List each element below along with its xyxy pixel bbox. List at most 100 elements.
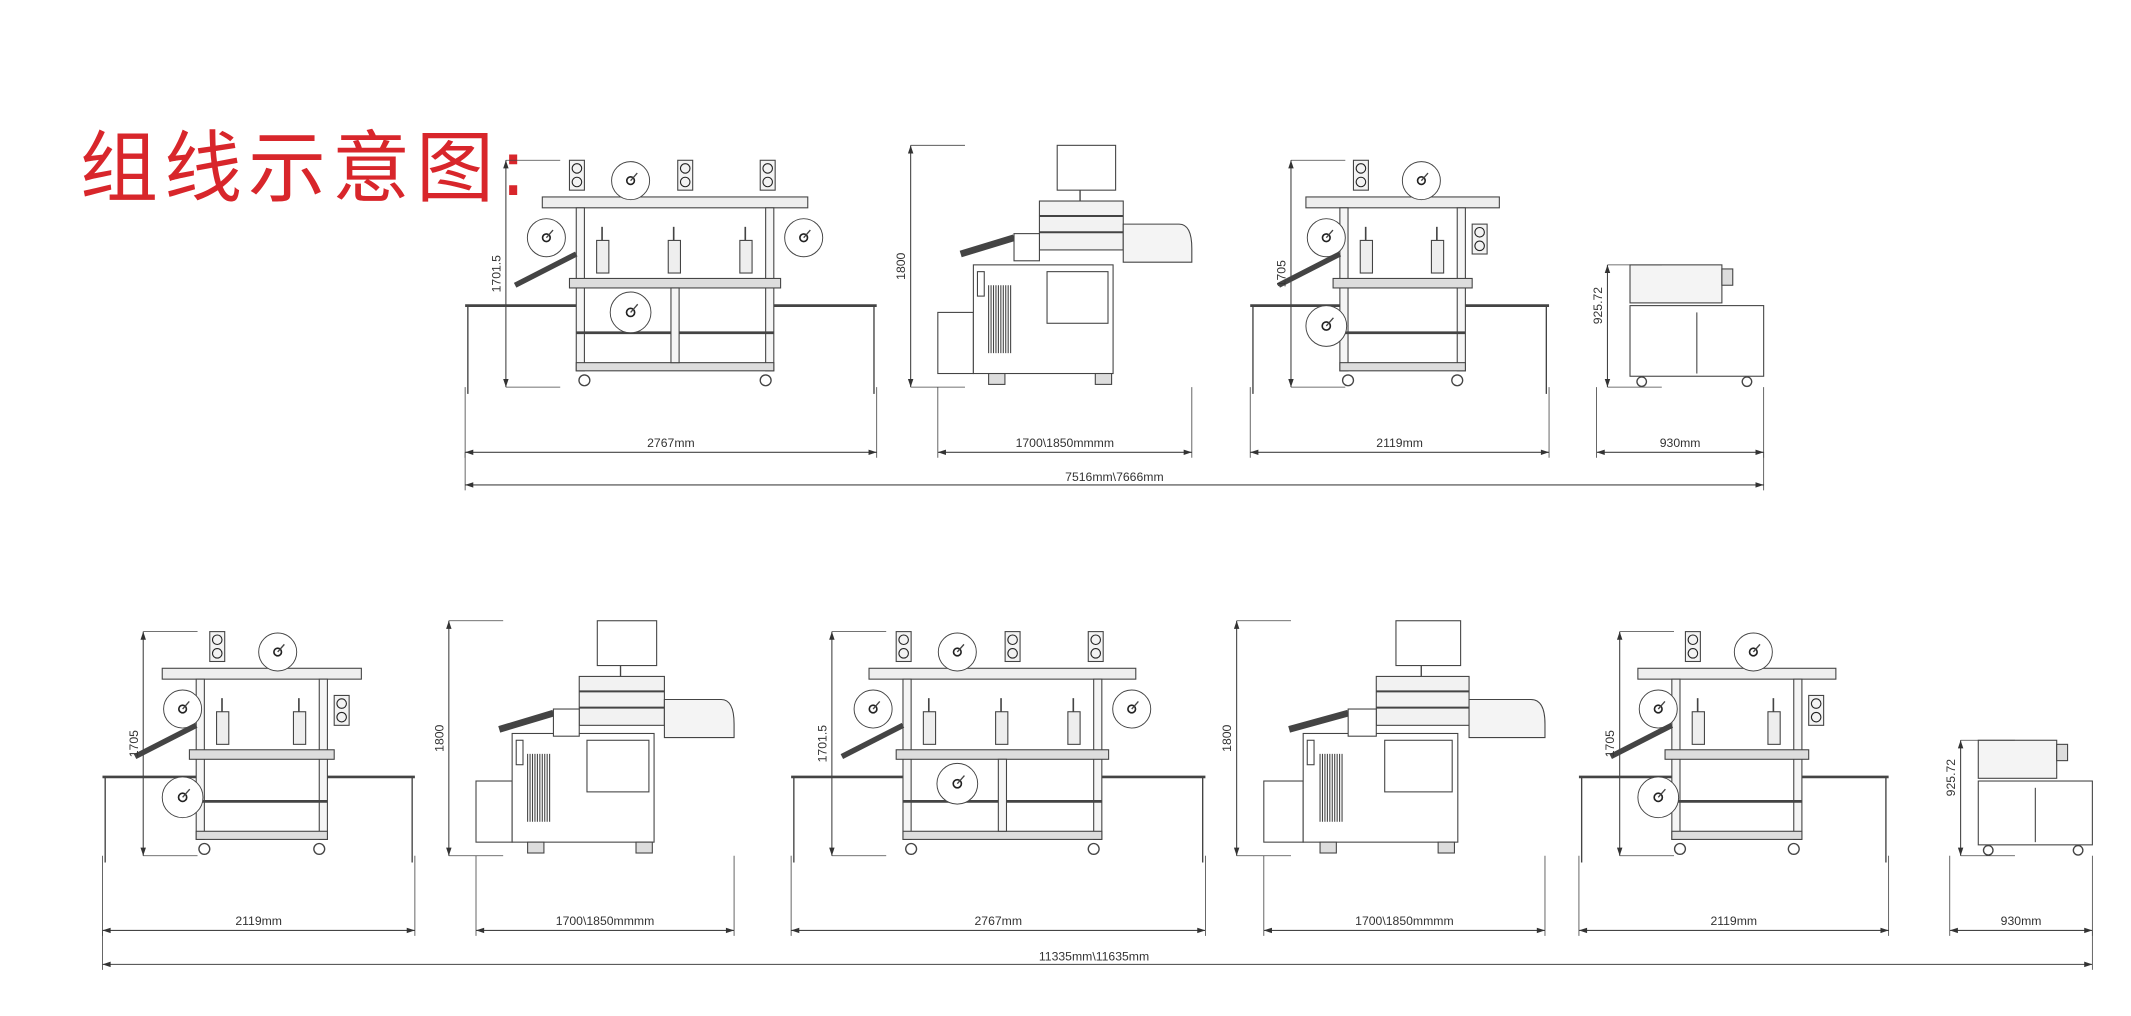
motor-gear: [1090, 648, 1102, 659]
material-roll: [1306, 218, 1346, 258]
station-body: [596, 239, 610, 274]
touch-monitor: [1395, 620, 1462, 667]
motor-gear: [211, 634, 223, 646]
foot: [988, 372, 1006, 385]
side-cabinet: [937, 311, 974, 375]
roll-arm: [545, 229, 554, 239]
roll-arm: [1420, 172, 1429, 182]
height-dimension: [1233, 620, 1240, 856]
material-roll: [1733, 632, 1773, 672]
height-label: 1705: [1275, 260, 1289, 287]
caster-wheel: [1341, 374, 1355, 387]
top-beam: [161, 667, 362, 680]
motor-gear: [1810, 711, 1822, 723]
width-dimension: [465, 449, 877, 456]
material-roll: [1305, 305, 1348, 347]
motor-gear: [1687, 648, 1699, 659]
station-body: [292, 711, 307, 745]
caster-wheel: [578, 374, 591, 387]
motor-unit: [1684, 631, 1701, 663]
cutting-station: [1067, 698, 1081, 745]
material-roll: [937, 632, 977, 672]
station-body: [922, 711, 937, 745]
base-beam: [902, 830, 1103, 840]
station-body: [667, 239, 682, 274]
width-label: 2119mm: [1710, 914, 1757, 928]
motor-unit: [333, 694, 350, 726]
roll-arm: [803, 229, 811, 239]
feed-chute: [840, 722, 905, 759]
press-head: [578, 675, 665, 726]
width-label: 1700\1850mmmm: [1355, 914, 1453, 928]
caster-wheel: [1451, 374, 1464, 387]
press-head: [1038, 200, 1124, 251]
station-body: [1691, 711, 1705, 745]
roll-arm: [277, 643, 285, 653]
roll-hub: [541, 233, 551, 243]
cutting-station: [667, 226, 682, 274]
height-dimension: [446, 620, 452, 856]
roll-arm: [630, 172, 638, 182]
station-body: [1359, 239, 1374, 274]
motor-gear: [762, 176, 773, 188]
motor-unit: [1471, 223, 1488, 255]
motor-unit: [759, 159, 776, 191]
foot: [635, 841, 653, 854]
control-switch: [515, 739, 524, 766]
cutting-station: [1767, 698, 1781, 745]
motor-gear: [679, 163, 691, 174]
cutting-station: [596, 226, 610, 274]
frame-post: [1456, 207, 1466, 372]
station-body: [739, 239, 753, 274]
input-conveyor: [959, 234, 1016, 258]
vent-grille: [1319, 753, 1343, 822]
conveyor-unit: [1977, 739, 2058, 779]
motor-gear: [1090, 634, 1102, 646]
input-conveyor: [1288, 709, 1350, 733]
base-beam: [1671, 830, 1803, 840]
cutting-station: [995, 698, 1009, 745]
laminator-2-station: [102, 631, 415, 863]
height-label: 1701.5: [489, 255, 503, 293]
frame-post: [575, 207, 585, 372]
overall-length-dimension: [465, 482, 1764, 488]
work-table: [1664, 749, 1810, 760]
material-roll: [853, 689, 893, 729]
cutting-station: [739, 226, 753, 274]
line-row-1: 2767mm1701.51700\1850mmmm18002119mm17059…: [464, 144, 1765, 491]
motor-unit: [209, 631, 226, 663]
feed-chute: [133, 722, 198, 759]
laminator-3-station: [465, 159, 877, 394]
material-roll: [611, 161, 651, 201]
motor-gear: [1007, 648, 1018, 659]
feed-chute: [1277, 251, 1342, 288]
station-body: [1767, 711, 1781, 745]
motor-housing: [677, 159, 694, 191]
width-dimension: [476, 927, 735, 934]
inspection-window: [586, 739, 650, 793]
overall-length-label: 11335mm\11635mm: [1039, 949, 1149, 963]
cutting-station: [1359, 226, 1374, 274]
roll-outline: [1733, 632, 1773, 672]
motor-gear: [898, 634, 909, 646]
motor-gear: [679, 176, 691, 188]
caster-wheel: [313, 842, 326, 856]
height-dimension: [1957, 740, 1964, 856]
motor-unit: [1087, 631, 1104, 663]
base-beam: [195, 830, 328, 840]
width-label: 1700\1850mmmm: [1016, 436, 1114, 450]
caster-wheel: [1741, 376, 1753, 388]
motor-gear: [336, 698, 347, 709]
station-body: [216, 711, 230, 745]
width-label: 2767mm: [974, 914, 1022, 928]
motor-unit: [1808, 694, 1825, 726]
width-dimension: [791, 927, 1206, 934]
top-beam: [541, 196, 809, 209]
cutting-station: [1430, 226, 1445, 274]
line-row-2: 2119mm17051700\1850mmmm18002767mm1701.51…: [102, 620, 2093, 970]
